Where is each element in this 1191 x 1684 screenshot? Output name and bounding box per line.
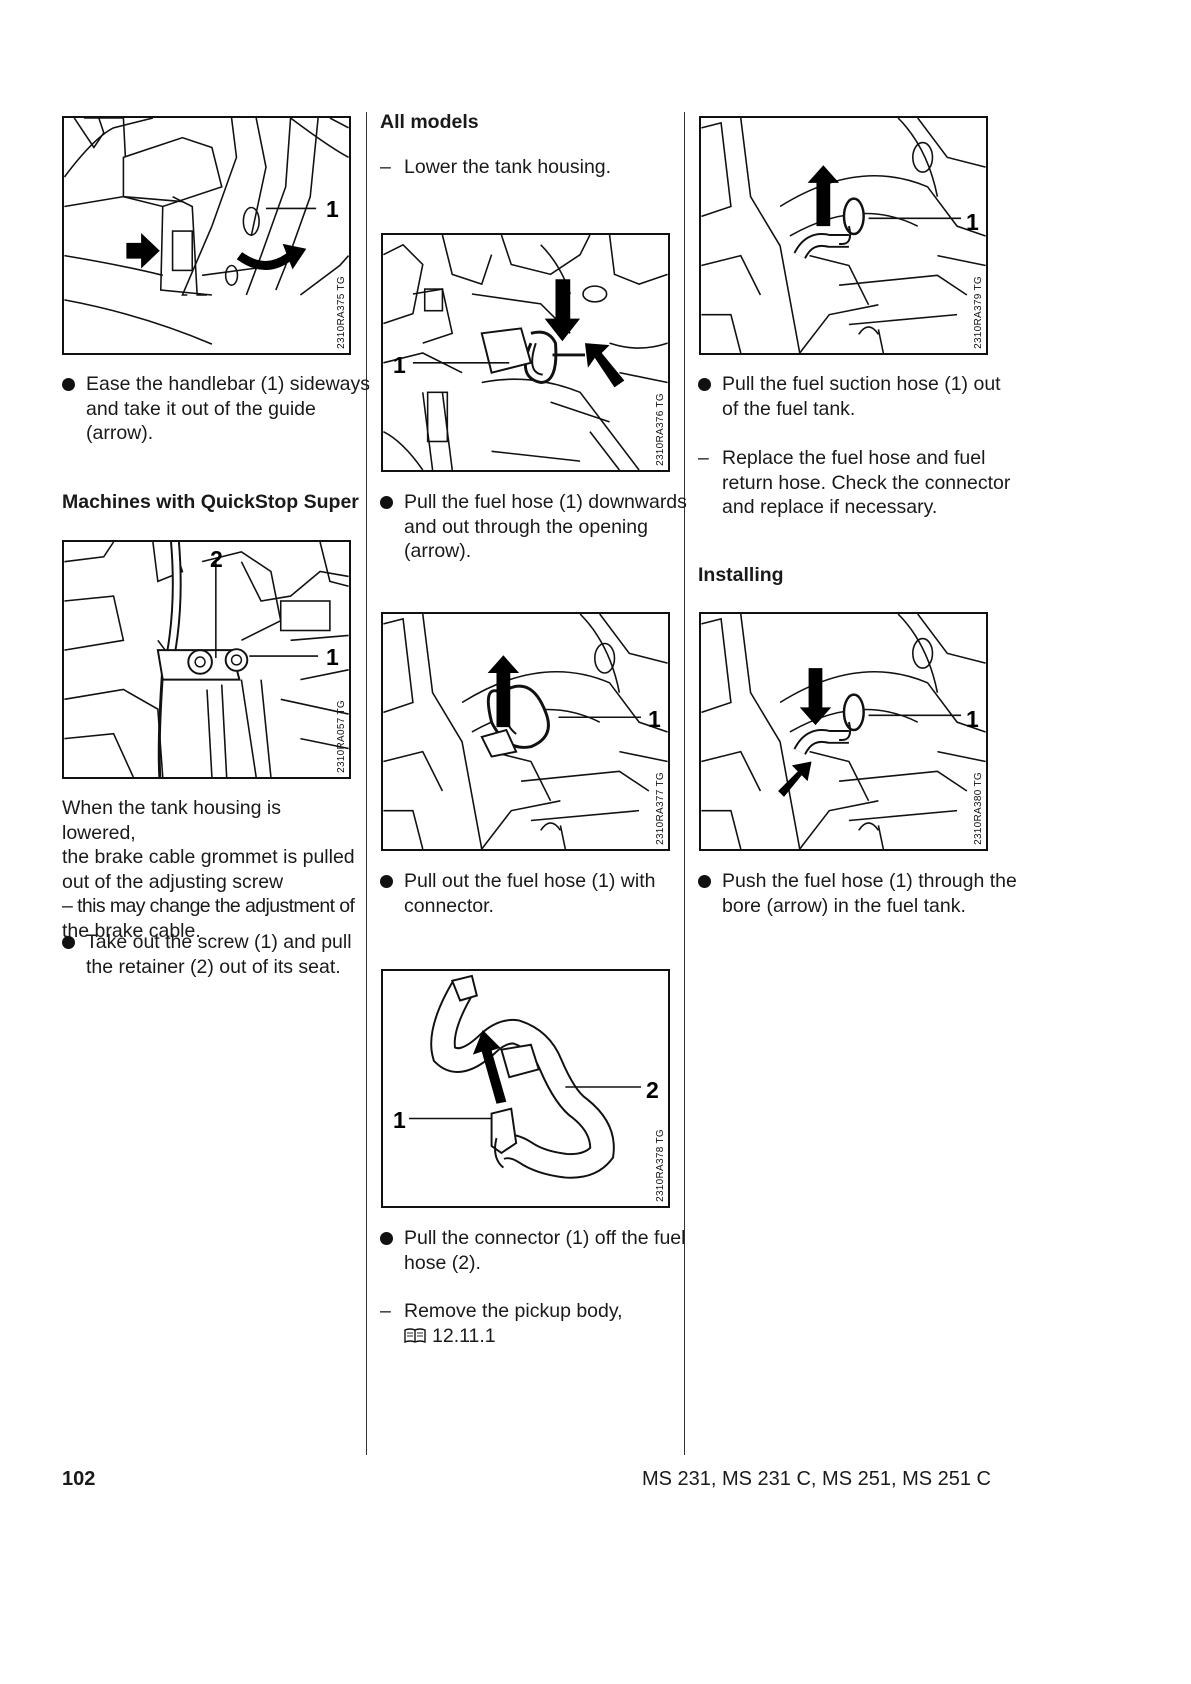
step-text: Push the fuel hose (1) through the bore … — [722, 870, 1017, 917]
note-line: the brake cable. — [62, 919, 201, 942]
column-divider-right — [684, 112, 685, 1455]
note-brake-cable: When the tank housing is lowered, the br… — [62, 796, 357, 943]
step-push-hose: Push the fuel hose (1) through the bore … — [698, 869, 1017, 918]
bullet-icon — [62, 936, 75, 949]
note-line: out of the adjusting screw — [62, 870, 284, 893]
dash-marker: – — [380, 1300, 391, 1322]
figure-code: 2310RA057 TG — [336, 700, 347, 773]
step-pull-hose-downwards: Pull the fuel hose (1) downwards and out… — [380, 490, 694, 564]
note-line: – this may change the adjustment of — [62, 895, 355, 917]
hose-connector-illustration — [383, 614, 668, 849]
figure-connector-off: 2 1 2310RA378 TG — [381, 969, 670, 1208]
bullet-icon — [380, 875, 393, 888]
retainer-illustration — [64, 542, 349, 777]
bullet-icon — [62, 378, 75, 391]
step-text: Take out the screw (1) and pull the reta… — [86, 931, 352, 978]
step-ease-handlebar: Ease the handlebar (1) sideways and take… — [62, 372, 376, 446]
hose-downwards-illustration — [383, 235, 668, 470]
figure-suction-hose: 1 2310RA379 TG — [699, 116, 988, 355]
push-hose-illustration — [701, 614, 986, 849]
figure-code: 2310RA379 TG — [973, 276, 984, 349]
figure-code: 2310RA375 TG — [336, 276, 347, 349]
step-text: Remove the pickup body, — [404, 1300, 623, 1322]
bullet-icon — [698, 875, 711, 888]
callout-1: 1 — [326, 644, 339, 670]
step-text: Pull the fuel hose (1) downwards and out… — [404, 491, 687, 562]
step-lower-tank: – Lower the tank housing. — [380, 155, 694, 180]
step-pull-suction-hose: Pull the fuel suction hose (1) out of th… — [698, 372, 1017, 421]
heading-quickstop: Machines with QuickStop Super — [62, 491, 359, 513]
callout-1: 1 — [393, 352, 406, 378]
callout-2: 2 — [210, 546, 223, 572]
figure-hose-downwards: 1 2310RA376 TG — [381, 233, 670, 472]
callout-1: 1 — [966, 209, 979, 235]
figure-code: 2310RA378 TG — [655, 1129, 666, 1202]
figure-handlebar: 1 2310RA375 TG — [62, 116, 351, 355]
heading-installing: Installing — [698, 564, 784, 586]
step-connector-off: Pull the connector (1) off the fuel hose… — [380, 1226, 694, 1275]
step-text: Pull the connector (1) off the fuel hose… — [404, 1227, 686, 1274]
suction-hose-illustration — [701, 118, 986, 353]
manual-reference: 12.11.1 — [432, 1324, 496, 1347]
step-text: Pull out the fuel hose (1) with connecto… — [404, 870, 656, 917]
note-line: the brake cable grommet is pulled — [62, 846, 355, 868]
connector-off-illustration — [408, 974, 642, 1179]
figure-retainer: 2 1 2310RA057 TG — [62, 540, 351, 779]
bullet-icon — [380, 1232, 393, 1245]
step-text: Lower the tank housing. — [404, 156, 612, 178]
figure-code: 2310RA380 TG — [973, 772, 984, 845]
step-pull-out-hose: Pull out the fuel hose (1) with connecto… — [380, 869, 694, 918]
figure-hose-with-connector: 1 2310RA377 TG — [381, 612, 670, 851]
figure-code: 2310RA376 TG — [655, 393, 666, 466]
bullet-icon — [698, 378, 711, 391]
figure-push-hose: 1 2310RA380 TG — [699, 612, 988, 851]
callout-1: 1 — [648, 706, 661, 732]
step-text: Replace the fuel hose and fuel return ho… — [722, 447, 1011, 518]
note-line: When the tank housing is lowered, — [62, 797, 281, 844]
book-icon — [404, 1327, 426, 1343]
dash-marker: – — [380, 156, 391, 178]
step-take-out-screw: Take out the screw (1) and pull the reta… — [62, 930, 376, 979]
figure-code: 2310RA377 TG — [655, 772, 666, 845]
column-divider-left — [366, 112, 367, 1455]
callout-1: 1 — [393, 1107, 406, 1133]
step-text: Pull the fuel suction hose (1) out of th… — [722, 373, 1001, 420]
step-remove-pickup: – Remove the pickup body, 12.11.1 — [380, 1299, 694, 1348]
callout-1: 1 — [326, 196, 339, 222]
bullet-icon — [380, 496, 393, 509]
model-list: MS 231, MS 231 C, MS 251, MS 251 C — [641, 1468, 991, 1490]
step-text: Ease the handlebar (1) sideways and take… — [86, 373, 370, 444]
page-number: 102 — [62, 1468, 96, 1490]
heading-all-models: All models — [380, 111, 479, 133]
handlebar-illustration — [64, 118, 349, 345]
callout-2: 2 — [646, 1077, 659, 1103]
callout-1: 1 — [966, 706, 979, 732]
dash-marker: – — [698, 447, 709, 469]
step-replace-hoses: – Replace the fuel hose and fuel return … — [698, 446, 1017, 520]
